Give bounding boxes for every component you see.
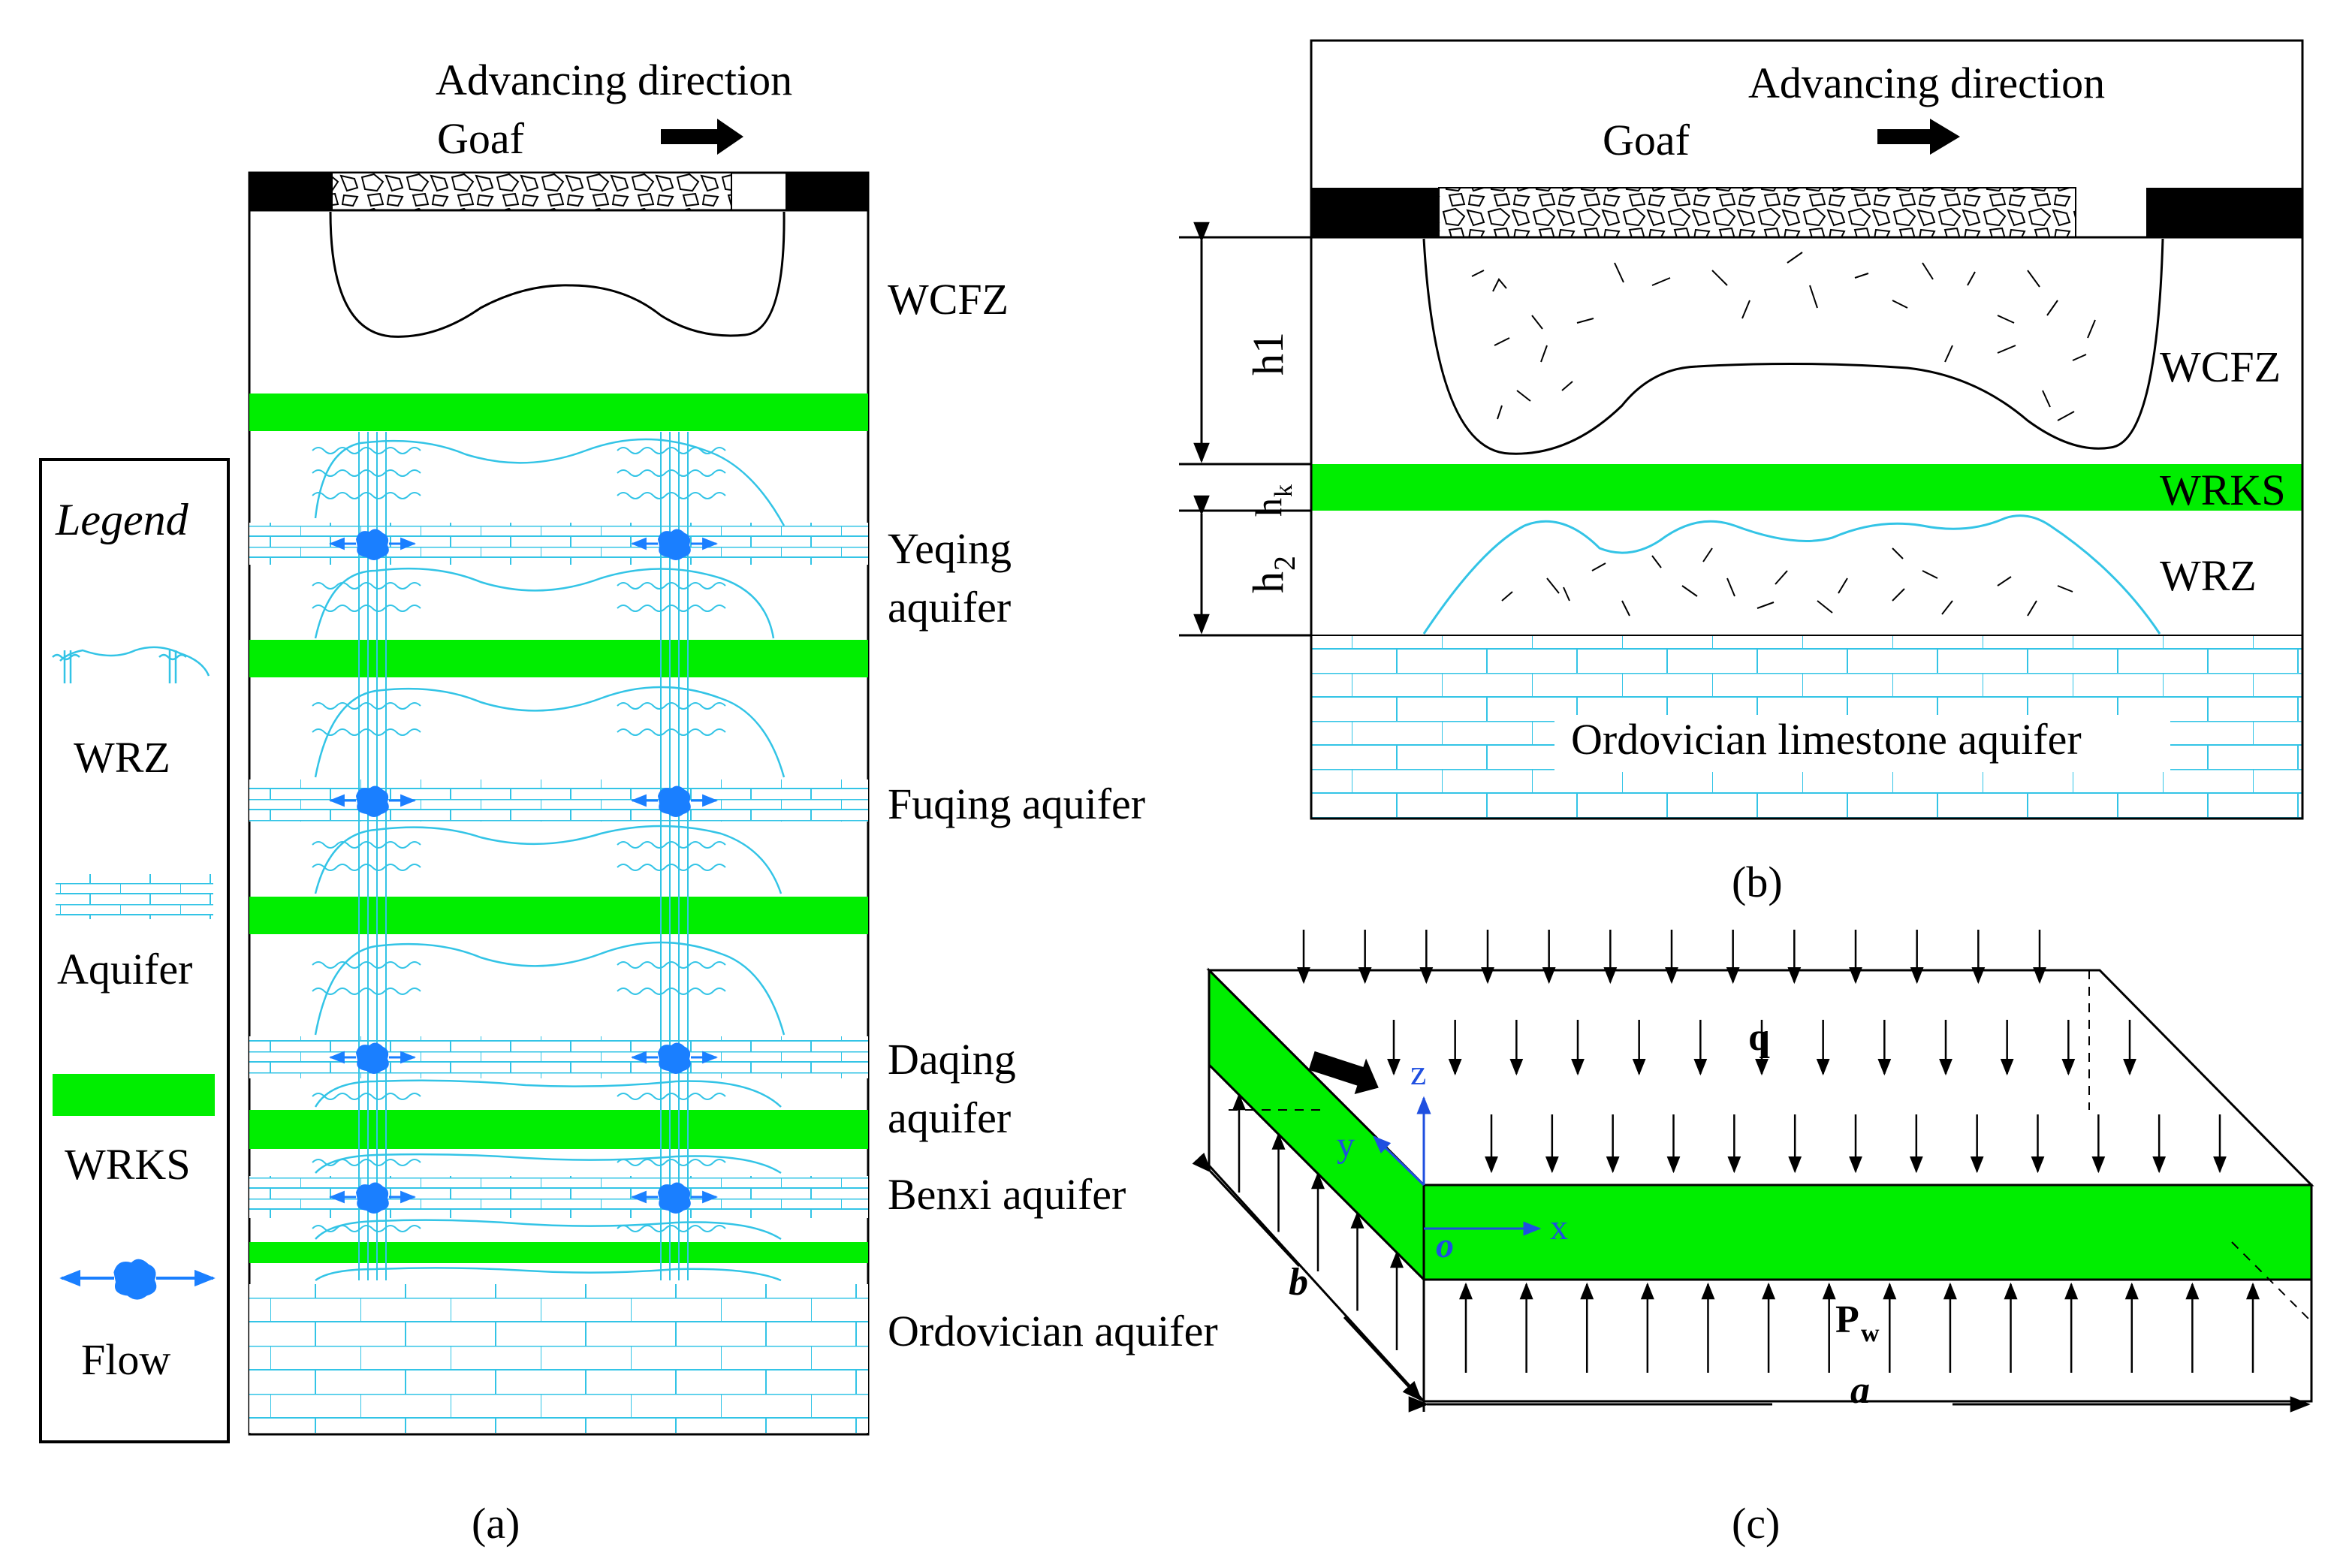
legend-label-aquifer: Aquifer xyxy=(57,945,192,994)
panel-b-label-wcfz: WCFZ xyxy=(2160,342,2281,391)
panel-a-wrks-layer-3 xyxy=(249,897,868,934)
legend-aquifer-icon xyxy=(56,874,213,919)
panel-b-label-wrz: WRZ xyxy=(2160,551,2257,600)
panel-b-wrz-outline xyxy=(1422,514,2161,635)
panel-a-flow-symbols xyxy=(328,529,719,1214)
legend-label-wrz: WRZ xyxy=(74,733,170,782)
panel-b-dim-h1: h1 xyxy=(1244,332,1292,375)
panel-b-wrz-fractures xyxy=(1501,547,2073,617)
panel-b-dimension-lines xyxy=(1179,222,1311,637)
panel-b-wcfz-outline xyxy=(1422,238,2164,455)
panel-c-dim-a-label: a xyxy=(1850,1369,1870,1412)
panel-a-goaf-rubble xyxy=(331,172,732,211)
panel-a-wrks-layer-4 xyxy=(249,1110,868,1149)
panel-c-caption: (c) xyxy=(1732,1499,1780,1548)
panel-b-goaf-label: Goaf xyxy=(1603,116,1690,164)
panel-b-label-wrks: WRKS xyxy=(2160,466,2286,514)
panel-a-fracture-bundles xyxy=(358,432,689,1280)
panel-b-coal-pillar-left xyxy=(1311,188,1439,237)
panel-a-label-wcfz: WCFZ xyxy=(888,275,1009,324)
panel-b-coal-pillar-right xyxy=(2146,188,2302,237)
panel-c-axis-x-label: x xyxy=(1550,1208,1568,1247)
panel-a-wrks-layer-1 xyxy=(249,394,868,431)
panel-b-dim-hk-main: h xyxy=(1247,498,1289,517)
panel-b-direction-label: Advancing direction xyxy=(1748,59,2105,107)
panel-c-load-q-arrows xyxy=(1297,930,2227,1174)
panel-a: Advancing direction Goaf xyxy=(248,56,1218,1548)
panel-a-label-daqing-2: aquifer xyxy=(888,1093,1011,1142)
legend-label-flow: Flow xyxy=(81,1335,170,1384)
panel-b-wcfz-fractures xyxy=(1471,252,2096,421)
panel-b-dim-h2: h 2 xyxy=(1244,556,1301,593)
panel-c-axis-y xyxy=(1373,1135,1425,1187)
panel-c-hidden-edges xyxy=(1229,970,2312,1322)
panel-c-load-pw-arrows xyxy=(1232,1093,2260,1373)
panel-a-wrks-layer-5 xyxy=(249,1242,868,1263)
panel-c-axes xyxy=(1373,1096,1542,1236)
panel-a-coal-pillar-left xyxy=(249,173,332,210)
panel-c-axis-z-label: z xyxy=(1410,1053,1426,1093)
legend-flow-icon xyxy=(59,1259,216,1300)
panel-c-dim-a xyxy=(1408,1396,2311,1413)
panel-b-dim-hk: h k xyxy=(1247,484,1298,517)
panel-c-load-pw-label: P w xyxy=(1835,1298,1880,1347)
panel-a-label-ordovician: Ordovician aquifer xyxy=(888,1307,1218,1355)
legend-wrz-icon xyxy=(52,646,210,683)
panel-c-advance-arrow xyxy=(1308,1051,1379,1095)
panel-b-goaf-rubble xyxy=(1438,187,2076,238)
legend-wrks-icon xyxy=(53,1074,215,1116)
panel-c-dim-b-label: b xyxy=(1289,1261,1308,1304)
panel-b-dim-h2-sub: 2 xyxy=(1268,556,1301,571)
panel-a-label-daqing-1: Daqing xyxy=(888,1035,1016,1084)
panel-c-load-q-label: q xyxy=(1748,1016,1770,1059)
panel-c-load-pw-sub: w xyxy=(1861,1319,1880,1347)
panel-a-aquifer-ordovician xyxy=(249,1284,868,1433)
panel-c-load-pw-main: P xyxy=(1835,1298,1859,1341)
panel-c-origin-label: o xyxy=(1436,1226,1454,1265)
legend-box: Legend WRZ Aquifer WRKS Flow xyxy=(39,458,230,1443)
panel-a-label-yeqing-1: Yeqing xyxy=(888,524,1012,573)
panel-c: x z y o q P w a b (c) xyxy=(1192,930,2314,1548)
panel-b-advance-arrow xyxy=(1877,119,1960,155)
panel-a-label-benxi: Benxi aquifer xyxy=(888,1170,1126,1219)
panel-b-wrks-layer xyxy=(1311,464,2302,511)
panel-a-wcfz-outline xyxy=(329,211,786,338)
panel-a-goaf-label: Goaf xyxy=(437,114,525,163)
panel-b: Advancing direction Goaf WRKS WCFZ WRZ O… xyxy=(1179,39,2304,906)
panel-a-wavy-seepage xyxy=(312,447,726,1232)
legend-title: Legend xyxy=(55,495,189,544)
panel-a-label-yeqing-2: aquifer xyxy=(888,583,1011,632)
panel-c-axis-y-label: y xyxy=(1337,1125,1355,1165)
panel-c-lower-front-face xyxy=(1422,1278,2313,1403)
panel-b-caption: (b) xyxy=(1732,858,1783,906)
panel-a-label-fuqing: Fuqing aquifer xyxy=(888,779,1145,828)
panel-a-wrks-layer-2 xyxy=(249,640,868,677)
panel-a-direction-label: Advancing direction xyxy=(436,56,792,104)
panel-b-aquifer-label: Ordovician limestone aquifer xyxy=(1571,715,2082,764)
panel-a-caption: (a) xyxy=(472,1499,520,1548)
panel-b-dim-hk-sub: k xyxy=(1270,484,1298,497)
panel-c-dim-b xyxy=(1192,1152,1422,1401)
legend-label-wrks: WRKS xyxy=(65,1140,191,1189)
panel-a-coal-pillar-right xyxy=(786,173,868,210)
panel-b-dim-h2-main: h xyxy=(1244,571,1292,593)
panel-a-advance-arrow xyxy=(661,119,743,155)
